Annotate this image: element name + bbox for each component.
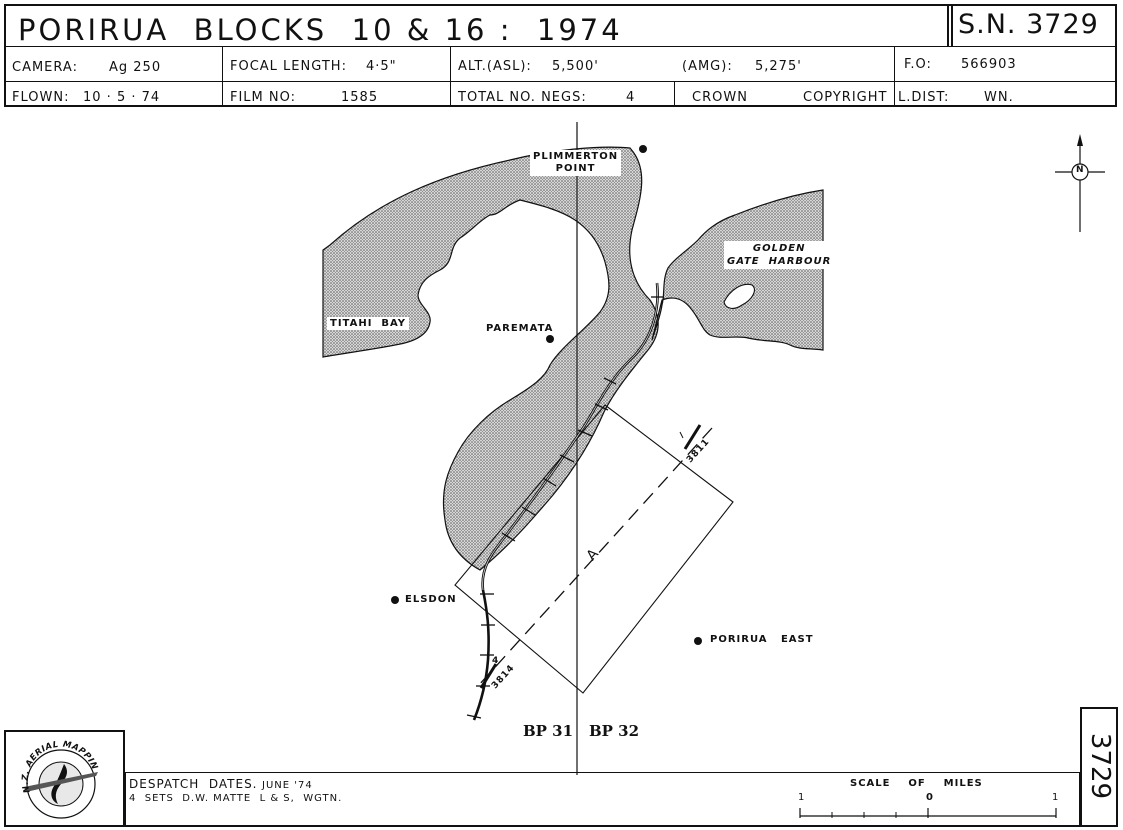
scale-right-label: 1 [1052, 792, 1059, 803]
flown-value: 10 · 5 · 74 [83, 90, 161, 105]
label-plimmerton-line1: PLIMMERTON [533, 151, 619, 162]
flight-run-a [477, 427, 713, 687]
aerial-mapping-seal: N.Z. AERIAL MAPPING LTD. [6, 732, 99, 819]
rail-tick [501, 532, 516, 542]
rail-tick [577, 429, 593, 437]
alt-asl-label: ALT.(ASL): [458, 59, 532, 74]
amg-value: 5,275' [755, 59, 802, 74]
header-sn-divider-2 [951, 6, 953, 46]
camera-value: Ag 250 [109, 60, 162, 75]
film-no-value: 1585 [341, 90, 379, 105]
north-label: N [1076, 165, 1084, 175]
aircraft-wing-icon [24, 772, 98, 792]
scale-title: SCALE OF MILES [850, 778, 983, 789]
rail-tick [594, 403, 609, 411]
label-plimmerton-line2: POINT [555, 163, 596, 174]
rail-tick [559, 454, 575, 463]
harbour-water [322, 146, 659, 571]
label-golden-gate-harbour: GOLDEN GATE HARBOUR [724, 241, 835, 269]
rail-tick [521, 506, 536, 516]
golden-gate-harbour-water [651, 189, 824, 351]
label-porirua-east: PORIRUA EAST [710, 634, 814, 645]
ldist-value: WN. [984, 90, 1014, 105]
elsdon-dot [391, 596, 399, 604]
label-plimmerton-point: PLIMMERTON POINT [530, 150, 622, 176]
scale-bar [799, 808, 1057, 818]
flown-label: FLOWN: [12, 90, 70, 105]
side-number-box: 3729 [1080, 707, 1118, 827]
header-sn-divider [947, 6, 949, 46]
bp-32-label: BP 32 [589, 722, 640, 740]
run-start-bar [683, 424, 702, 450]
rail-tick [466, 714, 482, 719]
focal-length-label: FOCAL LENGTH: [230, 59, 347, 74]
railway-ticks [466, 296, 664, 719]
despatch-value: JUNE '74 [262, 780, 313, 791]
sheet-number: S.N. 3729 [958, 9, 1099, 40]
north-arrow-circle [1071, 163, 1089, 181]
run-end-mark: 4 [492, 656, 500, 666]
paremata-dot [546, 335, 554, 343]
header-col-1 [222, 46, 223, 105]
despatch-label: DESPATCH DATES. [129, 777, 258, 791]
header-col-4 [894, 46, 895, 105]
seal-outer-ring [26, 749, 96, 819]
ldist-label: L.DIST: [898, 90, 950, 105]
label-golden-line1: GOLDEN [752, 243, 806, 254]
copyright-label: COPYRIGHT [803, 90, 888, 105]
rail-tick [603, 377, 617, 385]
camera-label: CAMERA: [12, 60, 78, 75]
header-col-3 [674, 81, 675, 105]
label-elsdon: ELSDON [405, 594, 457, 605]
header-rule-2 [6, 81, 1115, 82]
north-arrow [1055, 134, 1105, 232]
film-no-label: FILM NO: [230, 90, 297, 105]
alt-asl-value: 5,500' [552, 59, 599, 74]
porirua-east-dot [694, 637, 702, 645]
crown-label: CROWN [692, 90, 748, 105]
side-number: 3729 [1085, 732, 1115, 800]
label-golden-line2: GATE HARBOUR [727, 256, 832, 267]
north-arrow-head [1077, 134, 1083, 146]
photo-coverage-block [454, 404, 734, 694]
header-col-2 [450, 46, 451, 105]
header-block: PORIRUA BLOCKS 10 & 16 : 1974 S.N. 3729 … [4, 4, 1117, 107]
scale-zero-label: 0 [926, 792, 933, 803]
scale-left-label: 1 [798, 792, 805, 803]
railway-line-inner [482, 282, 658, 591]
rail-tick [542, 477, 557, 487]
total-negs-label: TOTAL NO. NEGS: [458, 90, 587, 105]
sets-line: 4 SETS D.W. MATTE L & S, WGTN. [129, 793, 343, 804]
despatch-line: DESPATCH DATES. JUNE '74 [129, 777, 313, 791]
fo-value: 566903 [961, 57, 1017, 72]
label-paremata: PAREMATA [486, 323, 554, 334]
bp-31-label: BP 31 [523, 722, 574, 740]
fo-label: F.O: [904, 57, 932, 72]
islet [723, 283, 755, 309]
company-logo: N.Z. AERIAL MAPPING LTD. [4, 730, 125, 827]
header-rule-1 [6, 46, 1115, 47]
map-title: PORIRUA BLOCKS 10 & 16 : 1974 [18, 13, 623, 47]
amg-label: (AMG): [682, 59, 733, 74]
run-start-tick [679, 431, 684, 439]
plimmerton-dot [639, 145, 647, 153]
total-negs-value: 4 [626, 90, 636, 105]
label-titahi-bay: TITAHI BAY [327, 317, 410, 330]
footer-block [125, 772, 1080, 827]
focal-length-value: 4·5" [366, 59, 397, 74]
